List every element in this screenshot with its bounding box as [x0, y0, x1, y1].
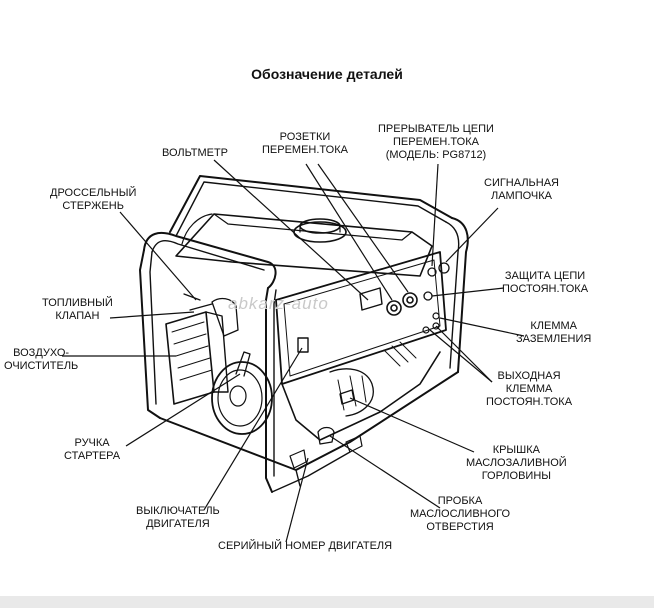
leader-choke — [119, 211, 197, 301]
label-signal-lamp: СИГНАЛЬНАЯ ЛАМПОЧКА — [484, 177, 559, 202]
label-ground-terminal: КЛЕММА ЗАЗЕМЛЕНИЯ — [516, 320, 592, 345]
label-engine-serial: СЕРИЙНЫЙ НОМЕР ДВИГАТЕЛЯ — [218, 540, 393, 552]
leader-ac-outlets-2 — [317, 163, 409, 293]
label-air-cleaner: ВОЗДУХО- ОЧИСТИТЕЛЬ — [4, 347, 79, 372]
label-oil-fill-cap: КРЫШКА МАСЛОЗАЛИВНОЙ ГОРЛОВИНЫ — [466, 444, 567, 482]
diagram-title: Обозначение деталей — [251, 66, 403, 82]
leader-breaker — [431, 163, 439, 267]
leader-dc-protection — [431, 287, 505, 297]
label-dc-output: ВЫХОДНАЯ КЛЕММА ПОСТОЯН.ТОКА — [486, 370, 573, 408]
leader-oil-drain — [329, 435, 441, 509]
label-choke-rod: ДРОССЕЛЬНЫЙ СТЕРЖЕНЬ — [50, 187, 137, 212]
label-oil-drain-plug: ПРОБКА МАСЛОСЛИВНОГО ОТВЕРСТИЯ — [410, 495, 511, 533]
leader-ac-outlets-1 — [305, 163, 393, 301]
leader-voltmeter — [213, 159, 369, 301]
label-fuel-valve: ТОПЛИВНЫЙ КЛАПАН — [42, 297, 113, 322]
leader-signal-lamp — [445, 207, 499, 263]
leader-serial — [285, 457, 309, 543]
watermark: abkarz-auto — [228, 294, 329, 313]
label-dc-protection: ЗАЩИТА ЦЕПИ ПОСТОЯН.ТОКА — [502, 270, 589, 295]
leader-fuel-valve — [109, 311, 195, 319]
bottom-bar — [0, 596, 654, 608]
label-ac-breaker: ПРЕРЫВАТЕЛЬ ЦЕПИ ПЕРЕМЕН.ТОКА (МОДЕЛЬ: P… — [378, 123, 494, 161]
label-ac-outlets: РОЗЕТКИ ПЕРЕМЕН.ТОКА — [262, 131, 348, 156]
label-starter-handle: РУЧКА СТАРТЕРА — [64, 437, 121, 462]
leader-engine-switch — [203, 347, 303, 511]
leader-oil-cap — [349, 397, 475, 453]
leader-dc-output-1 — [429, 329, 493, 383]
label-engine-switch: ВЫКЛЮЧАТЕЛЬ ДВИГАТЕЛЯ — [136, 505, 220, 530]
leader-ground — [439, 317, 525, 337]
label-voltmeter: ВОЛЬТМЕТР — [162, 147, 229, 159]
leader-dc-output-2 — [435, 325, 493, 383]
leader-starter — [125, 373, 241, 447]
